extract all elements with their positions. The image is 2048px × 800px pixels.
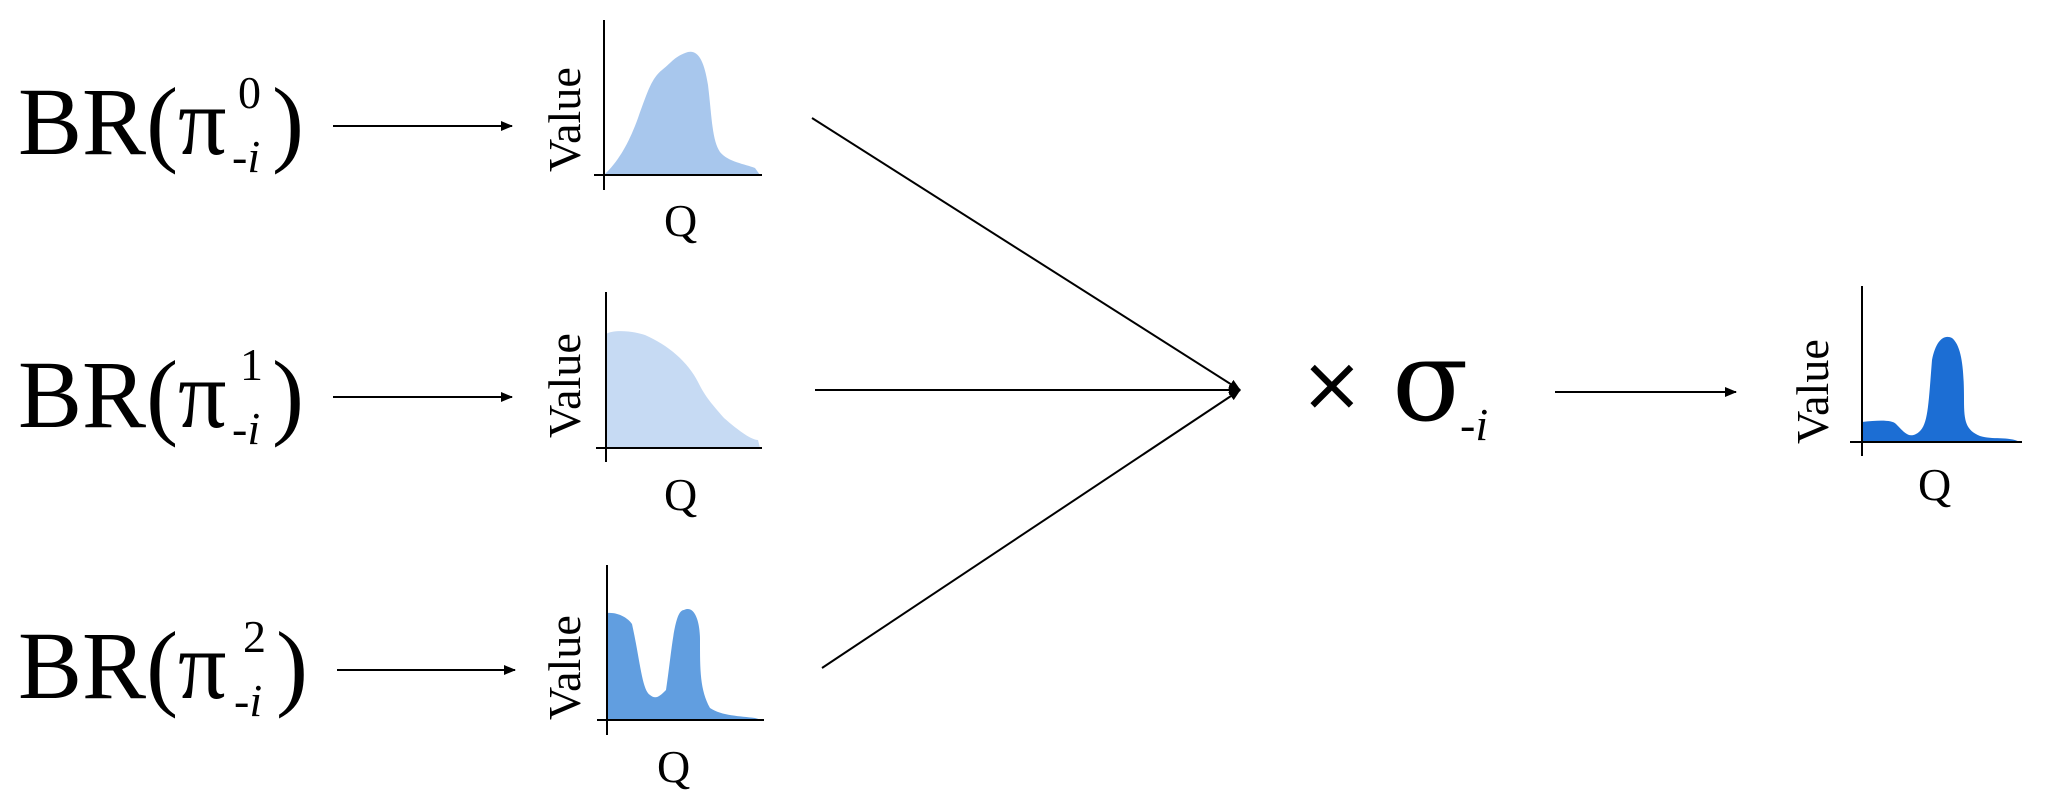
value-distribution-1 [606,331,760,448]
sigma-subscript: -i [1460,399,1488,450]
input-label-2-subscript: -i [234,675,262,726]
input-label-1-subscript: -i [232,403,260,454]
y-axis-label-1: Value [539,333,590,438]
value-distribution-0 [604,51,760,175]
input-row-2: BR(π 2 -i ) Value Q [18,565,764,792]
input-label-1-superscript: 1 [240,339,263,390]
output-plot: Value Q [1787,286,2022,510]
input-label-0: BR(π [18,68,227,175]
value-plot-0: Value Q [539,20,762,246]
value-plot-2: Value Q [539,565,764,792]
output-distribution [1862,336,2020,442]
input-label-0-close: ) [272,68,304,175]
x-axis-label-0: Q [664,195,697,246]
y-axis-label-2: Value [539,615,590,720]
arrow-from-plot-0 [811,117,1241,391]
input-label-0-subscript: -i [232,131,260,182]
output-y-axis-label: Value [1787,339,1838,444]
input-label-1-close: ) [272,341,304,448]
input-label-2: BR(π [18,612,227,719]
sigma-symbol: σ [1392,317,1468,447]
x-axis-label-2: Q [657,741,690,792]
output-x-axis-label: Q [1918,459,1951,510]
input-label-1: BR(π [18,341,227,448]
x-axis-label-1: Q [664,469,697,520]
weighting-operator: × σ -i [1300,317,1488,450]
input-row-1: BR(π 1 -i ) Value Q [18,292,762,520]
input-label-0-superscript: 0 [238,67,261,118]
y-axis-label-0: Value [539,67,590,172]
times-sign: × [1300,339,1364,428]
value-plot-1: Value Q [539,292,762,520]
input-label-2-close: ) [276,612,308,719]
input-row-0: BR(π 0 -i ) Value Q [18,20,762,246]
input-label-2-superscript: 2 [243,611,266,662]
value-distribution-2 [607,609,762,720]
arrow-from-plot-2 [821,389,1241,669]
